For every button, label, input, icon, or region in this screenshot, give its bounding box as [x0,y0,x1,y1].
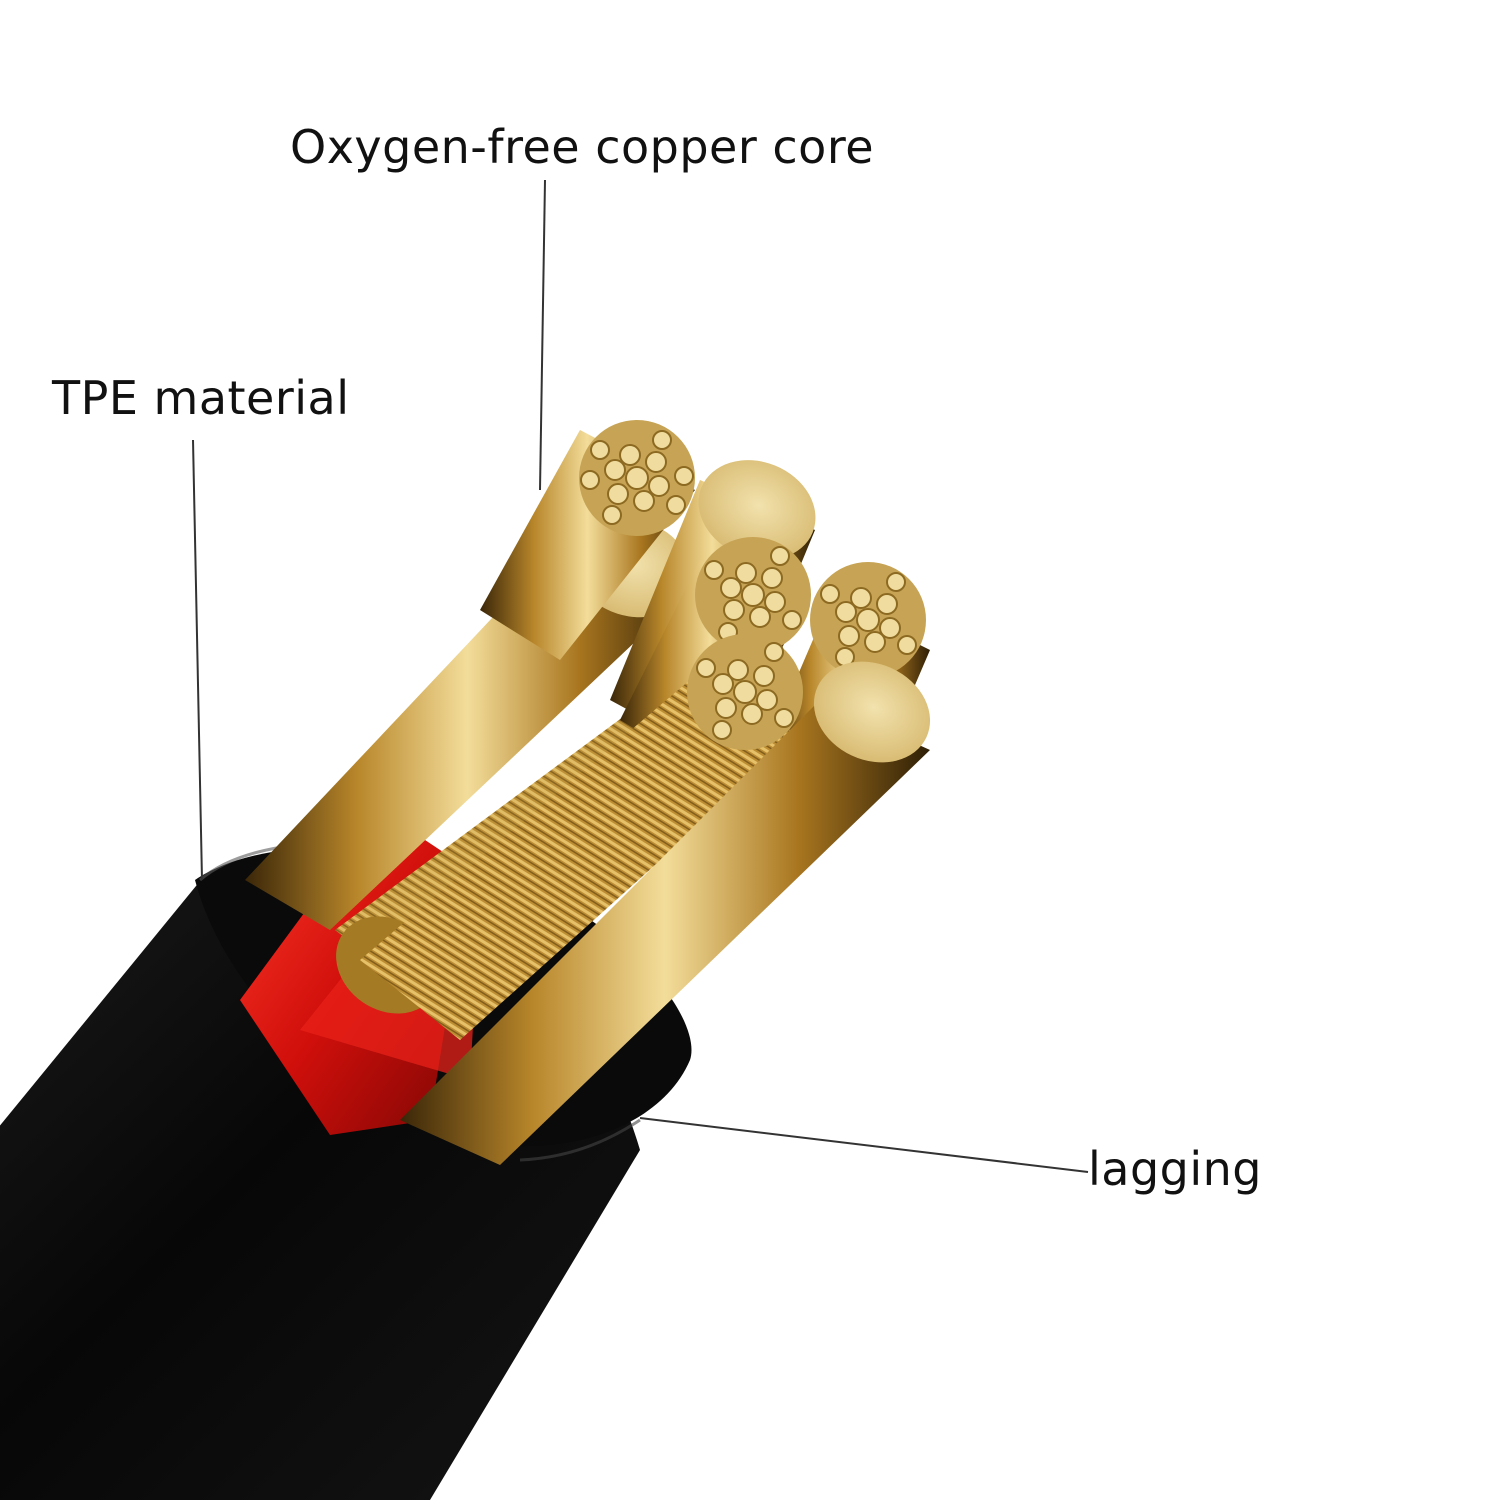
copper-strand-front [360,634,803,1040]
copper-rod-front [400,661,931,1165]
label-copper-core: Oxygen-free copper core [290,120,875,174]
leader-line-lagging [639,1117,1089,1173]
copper-strand-back [480,420,695,660]
label-lagging: lagging [1088,1142,1263,1196]
leader-line-tpe [192,439,203,881]
leader-line-copper [539,179,546,491]
leader-lines [192,179,1089,1173]
label-tpe-material: TPE material [52,371,350,425]
